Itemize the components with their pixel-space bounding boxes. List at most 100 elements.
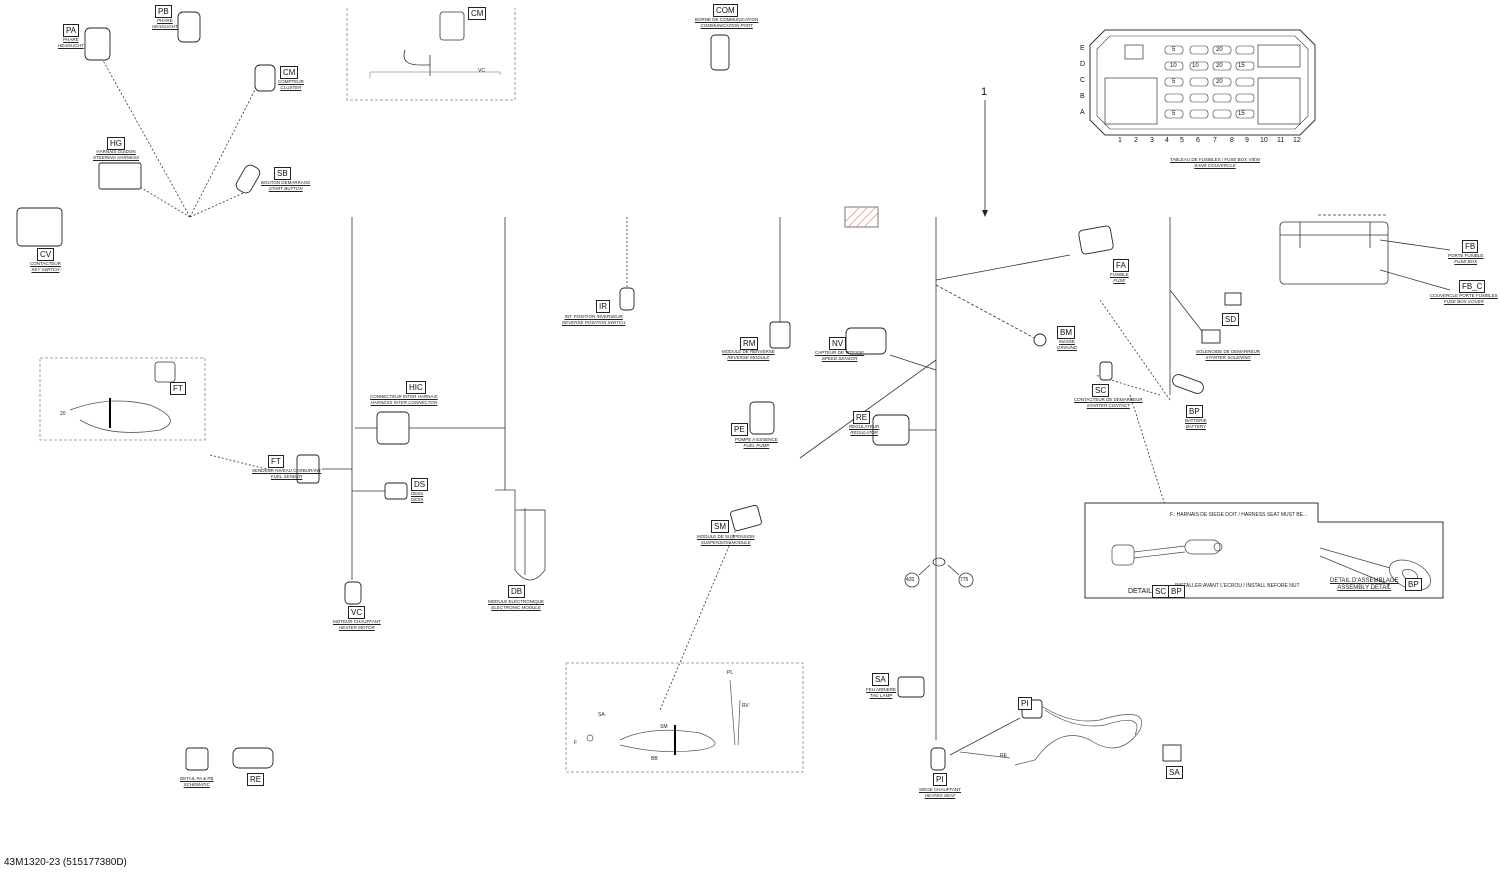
connector-code-pe: PE <box>731 423 748 436</box>
connector-code-fa: FA <box>1113 259 1129 272</box>
connector-code-sd: SD <box>1222 313 1240 326</box>
detail-note: F.: HARNAIS DE SIEGE DOIT / HARNESS SEAT… <box>1170 512 1308 518</box>
connector-code-cv: CV <box>37 248 55 261</box>
fuse-row-a: A <box>1080 109 1085 116</box>
detail-code-sc: SC <box>1152 585 1170 598</box>
drawing-number: 43M1320-23 (515177380D) <box>4 857 127 868</box>
connector-code-com: COM <box>713 4 738 17</box>
arrow-label: 1 <box>981 86 988 98</box>
fuse-col: 9 <box>1245 137 1249 144</box>
detail-box <box>1084 502 1444 599</box>
pi-branch <box>949 717 1021 756</box>
fuse-col: 2 <box>1134 137 1138 144</box>
wire-label: VC <box>478 68 485 74</box>
connector-code-sa-right: SA <box>1166 766 1183 779</box>
fuse-value: 20 <box>1216 47 1223 53</box>
wire-label: SM <box>660 724 668 730</box>
wire-label: BB <box>651 756 658 762</box>
connector-code-hg: HG <box>107 137 125 150</box>
fuse-slots <box>1164 45 1255 119</box>
fuse-row-b: B <box>1080 93 1085 100</box>
connector-code-nv: NV <box>829 337 847 350</box>
detail-code-bp: BP <box>1168 585 1185 598</box>
bm-branch <box>935 284 1039 341</box>
fuse-value: 5 <box>1172 111 1176 117</box>
fuse-col: 10 <box>1260 137 1268 144</box>
connector-code-ft-top: FT <box>170 382 186 395</box>
connector-code-rm: RM <box>740 337 759 350</box>
connector-icons <box>16 11 1242 771</box>
ground-point-420: 420 <box>906 577 915 583</box>
connector-code-sc: SC <box>1092 384 1110 397</box>
fb-leader <box>1379 239 1451 251</box>
wire-label: 20 <box>60 411 66 417</box>
fuse-row-d: D <box>1080 61 1086 68</box>
fuse-col: 12 <box>1293 137 1301 144</box>
fuse-value: 5 <box>1172 79 1176 85</box>
connector-code-bp: BP <box>1186 405 1203 418</box>
fuse-value: 15 <box>1238 111 1245 117</box>
fuse-col: 4 <box>1165 137 1169 144</box>
ground-point-775: 775 <box>960 577 969 583</box>
fuse-col: 6 <box>1196 137 1200 144</box>
connector-code-sb: SB <box>274 167 291 180</box>
connector-code-bm: BM <box>1057 326 1075 339</box>
fuse-value: 10 <box>1170 63 1177 69</box>
fuse-col: 11 <box>1277 137 1285 144</box>
wire-label: RV <box>742 703 749 709</box>
nv-branch <box>889 354 937 371</box>
connector-code-sm: SM <box>711 520 729 533</box>
detail-note-2: INSTALLER AVANT L'ECROU / INSTALL BEFORE… <box>1175 583 1300 589</box>
fb-c-leader <box>1379 269 1451 291</box>
connector-code-pi-top: PI <box>1018 697 1032 710</box>
connector-code-ft: FT <box>268 455 284 468</box>
wire-label: RE <box>1000 753 1007 759</box>
assembly-detail-code: BP <box>1405 578 1422 591</box>
fuse-row-e: E <box>1080 45 1085 52</box>
connector-code-sa: SA <box>872 673 889 686</box>
fuse-col: 5 <box>1180 137 1184 144</box>
connector-code-ir: IR <box>596 300 610 313</box>
connector-code-cm: CM <box>280 66 299 79</box>
wire-label: PL <box>727 670 734 676</box>
fuse-col: 3 <box>1150 137 1154 144</box>
connector-code-db: DB <box>508 585 526 598</box>
connector-code-fb-c: FB_C <box>1459 280 1486 293</box>
wire-label: F <box>574 740 578 746</box>
fa-branch <box>935 254 1071 281</box>
fuse-value: 20 <box>1216 79 1223 85</box>
connector-code-re: RE <box>853 411 871 424</box>
connector-code-cm-top: CM <box>468 7 487 20</box>
fuse-box-view <box>1089 29 1316 136</box>
connector-code-fb: FB <box>1462 240 1479 253</box>
connector-code-vc: VC <box>348 606 366 619</box>
fuse-col: 1 <box>1118 137 1122 144</box>
connector-code-hic: HIC <box>406 381 426 394</box>
connector-code-pi: PI <box>933 773 947 786</box>
